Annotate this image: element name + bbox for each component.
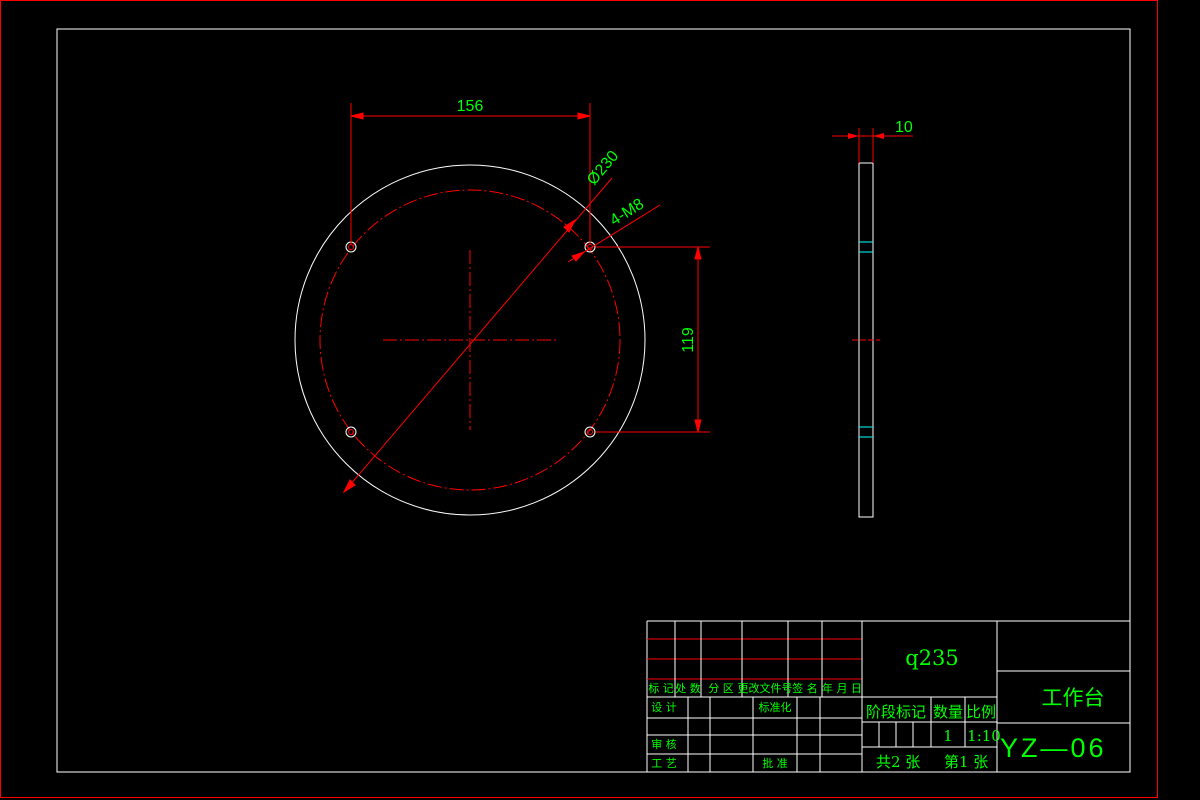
- inner-border: [56, 28, 1131, 773]
- tb-review: 审 核: [651, 737, 677, 751]
- tb-stage-mark: 阶段标记: [866, 703, 926, 721]
- tb-quantity-label: 数量: [933, 703, 963, 721]
- dim-text-holes: 4-M8: [607, 196, 647, 230]
- outer-border: [0, 0, 1158, 798]
- tb-sheet-no: 第1 张: [944, 753, 988, 771]
- dim-text-thickness: 10: [895, 119, 913, 136]
- tb-scale: 1:10: [967, 727, 1001, 745]
- part-name: 工作台: [1042, 686, 1105, 710]
- plate-side-view: [832, 128, 913, 518]
- dimension-holes-leader: [567, 204, 661, 263]
- bolt-hole: [345, 426, 357, 438]
- tb-process: 工 艺: [651, 757, 677, 770]
- dimension-hole-spacing-x: [350, 103, 591, 245]
- tb-zone: 分 区: [708, 682, 734, 695]
- tb-design: 设 计: [651, 701, 677, 714]
- dim-text-156: 156: [457, 98, 484, 115]
- dimension-hole-spacing-y: [596, 246, 710, 433]
- tb-date: 年 月 日: [822, 681, 862, 695]
- dim-text-119: 119: [680, 327, 697, 353]
- tb-total-sheets: 共2 张: [876, 753, 920, 771]
- tb-count: 处 数: [675, 682, 701, 695]
- bolt-circle: [319, 189, 621, 491]
- tb-scale-label: 比例: [966, 703, 996, 721]
- tb-mark: 标 记: [648, 681, 674, 695]
- drawing-number: YZ—06: [1000, 733, 1107, 763]
- material: q235: [905, 646, 959, 670]
- plate-outline: [294, 164, 646, 516]
- bolt-hole: [584, 426, 596, 438]
- tb-signature: 签 名: [792, 681, 818, 695]
- plate-front-view: [294, 164, 646, 516]
- tb-approve: 批 准: [762, 756, 788, 770]
- tb-change-doc: 更改文件号: [738, 681, 793, 695]
- tb-quantity: 1: [943, 727, 953, 745]
- title-block: [646, 620, 1130, 772]
- tb-standardization: 标准化: [759, 700, 792, 714]
- dimension-pitch-diameter: [342, 177, 613, 494]
